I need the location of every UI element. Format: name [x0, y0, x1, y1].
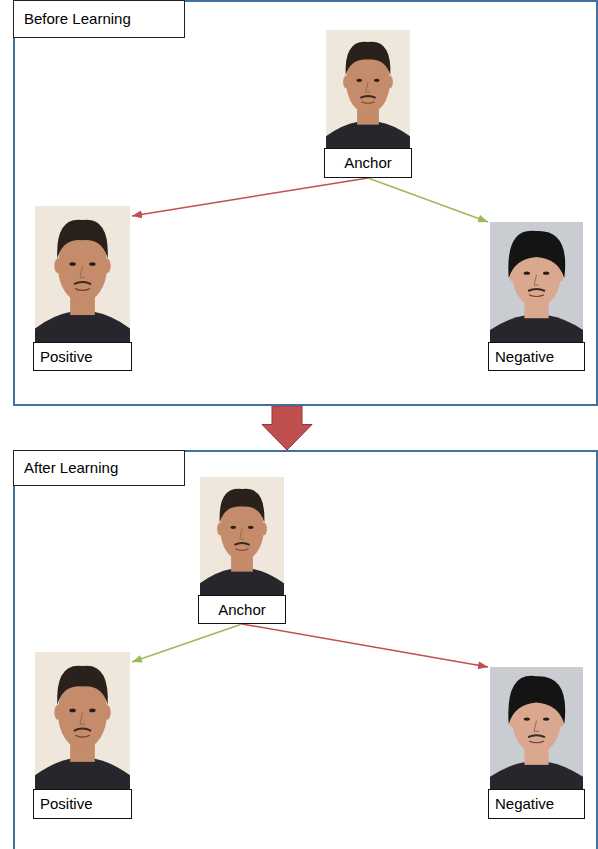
name-label-box: Positive	[33, 342, 132, 371]
mouth-shape	[75, 289, 90, 291]
face-photo	[200, 477, 284, 595]
eye-shape	[356, 79, 362, 82]
shirt-shape	[35, 312, 130, 342]
mouth-shape	[75, 735, 90, 737]
panel-heading: After Learning	[24, 459, 118, 476]
face-card: Negative	[488, 667, 585, 819]
hair-shape	[57, 666, 108, 705]
role-label: Positive	[40, 795, 93, 812]
name-label-box: Anchor	[324, 148, 412, 178]
shirt-shape	[326, 122, 410, 148]
panel-heading-tab: Before Learning	[13, 0, 185, 38]
face-card: Anchor	[324, 30, 412, 178]
hair-shape	[220, 489, 265, 523]
role-label: Anchor	[218, 601, 266, 618]
role-label: Negative	[495, 348, 554, 365]
hair-shape	[57, 220, 108, 259]
eye-shape	[374, 79, 380, 82]
hair-shape	[508, 676, 565, 724]
face-card: Positive	[33, 652, 132, 819]
eye-shape	[543, 717, 549, 720]
eye-shape	[69, 709, 75, 713]
panel-heading: Before Learning	[24, 10, 131, 27]
eye-shape	[89, 262, 95, 266]
eye-shape	[524, 272, 530, 275]
nose-shape	[534, 275, 539, 285]
shirt-shape	[35, 759, 130, 789]
photo-background	[35, 206, 130, 342]
nose-shape	[80, 266, 85, 278]
photo-background	[35, 652, 130, 789]
shirt-shape	[200, 569, 284, 595]
mouth-shape	[361, 102, 374, 104]
role-label: Negative	[495, 795, 554, 812]
eye-shape	[89, 709, 95, 713]
mouth-shape	[529, 295, 544, 297]
face-photo	[35, 652, 130, 789]
eye-shape	[248, 526, 254, 529]
face-photo	[35, 206, 130, 342]
connector-arrow	[132, 178, 368, 216]
mustache-shape	[234, 543, 249, 545]
role-label: Positive	[40, 348, 93, 365]
face-card: Anchor	[198, 477, 286, 624]
photo-background	[490, 222, 583, 342]
stage-panel: Before LearningAnchorPositive Negative	[13, 0, 598, 406]
mouth-shape	[529, 741, 544, 743]
name-label-box: Negative	[488, 342, 585, 371]
nose-shape	[240, 529, 244, 539]
photo-background	[490, 667, 583, 789]
face-photo	[490, 667, 583, 789]
connector-arrow	[368, 178, 488, 222]
photo-background	[200, 477, 284, 595]
eye-shape	[230, 526, 236, 529]
face-photo	[326, 30, 410, 148]
face-photo	[490, 222, 583, 342]
role-label: Anchor	[344, 154, 392, 171]
eye-shape	[69, 262, 75, 266]
nose-shape	[534, 721, 539, 732]
name-label-box: Positive	[33, 789, 132, 819]
face-card: Negative	[488, 222, 585, 371]
nose-shape	[366, 82, 370, 92]
eye-shape	[543, 272, 549, 275]
name-label-box: Negative	[488, 789, 585, 819]
panel-heading-tab: After Learning	[13, 450, 185, 486]
mustache-shape	[74, 729, 91, 731]
mouth-shape	[235, 549, 248, 551]
hair-shape	[346, 42, 391, 76]
shirt-shape	[490, 762, 583, 789]
mustache-shape	[528, 735, 545, 737]
photo-background	[326, 30, 410, 148]
block-arrow	[262, 406, 312, 450]
nose-shape	[80, 712, 85, 724]
mustache-shape	[74, 282, 91, 284]
connector-arrow	[132, 624, 242, 662]
eye-shape	[524, 717, 530, 720]
name-label-box: Anchor	[198, 595, 286, 624]
shirt-shape	[490, 316, 583, 342]
hair-shape	[508, 231, 565, 278]
mustache-shape	[528, 289, 545, 291]
connector-arrow	[242, 624, 488, 667]
face-card: Positive	[33, 206, 132, 371]
mustache-shape	[360, 96, 375, 98]
stage-panel: After LearningAnchorPositive Negative	[13, 450, 598, 849]
